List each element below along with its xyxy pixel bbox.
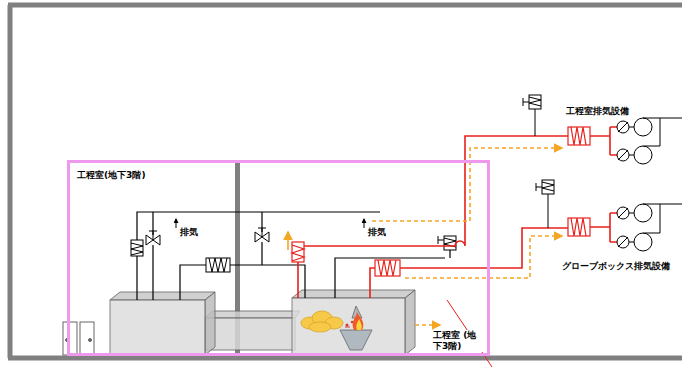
exhaust-label: 排気	[180, 227, 198, 238]
hepa-filter	[292, 127, 590, 276]
hepa-filter	[131, 236, 456, 272]
damper-symbol	[523, 95, 554, 228]
process-piping	[137, 212, 450, 300]
equipment-label: 工程室排気設備	[566, 106, 629, 117]
exhaust-label: 排気	[368, 227, 386, 238]
equipment-label: グローブボックス排気設備	[562, 261, 670, 272]
room-label: 工程室 (地下3階)	[432, 330, 486, 352]
fire-scene	[301, 306, 372, 350]
exhaust-duct	[298, 127, 617, 298]
exhaust-fan	[617, 118, 682, 251]
building-frame	[8, 5, 682, 358]
exhaust-outlet	[176, 219, 364, 228]
room-outline: 工程室(地下3階)	[67, 160, 490, 356]
valve-symbol	[146, 228, 269, 245]
glove-box	[110, 290, 415, 355]
airflow-arrow	[288, 148, 562, 325]
room-title: 工程室(地下3階)	[77, 170, 146, 181]
